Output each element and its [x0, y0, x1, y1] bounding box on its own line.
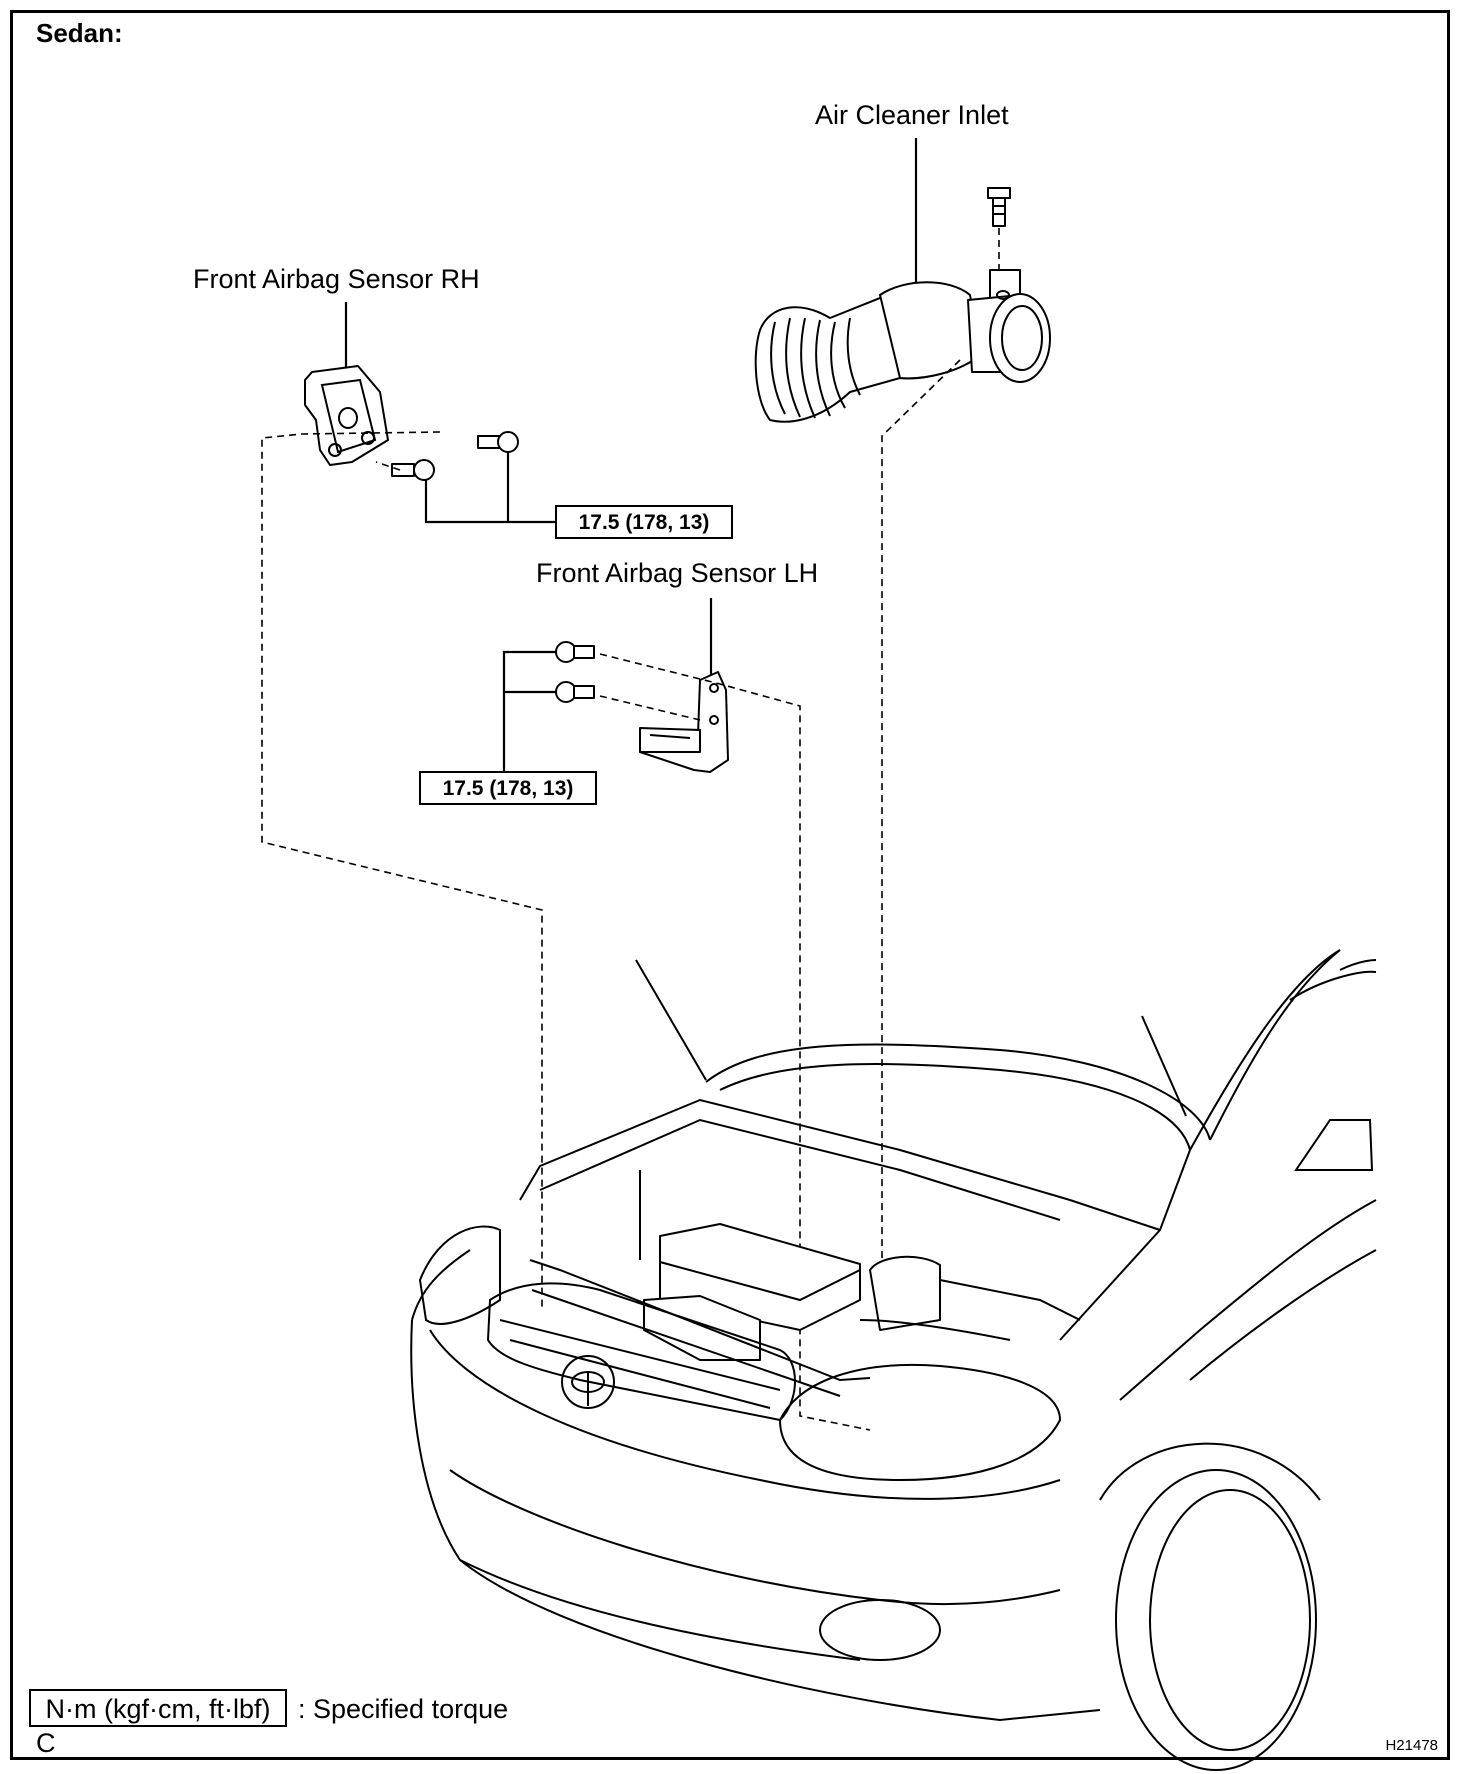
torque-value-lh: 17.5 (178, 13): [443, 777, 574, 800]
page-title: Sedan:: [36, 18, 123, 48]
vehicle-front-view: [410, 949, 1377, 1771]
leader-lh-torque: [502, 650, 556, 790]
locator-front-airbag-sensor-lh: [599, 653, 871, 1431]
legend-mark: C: [36, 1728, 56, 1758]
legend-unit-box: [29, 1689, 287, 1727]
locator-air-cleaner-inlet: [881, 359, 961, 1296]
torque-box-rh: [555, 505, 733, 539]
lh-bolt-upper-icon: [555, 641, 595, 663]
leader-rh-torque: [424, 452, 510, 524]
rh-bolt-lower-icon: [391, 459, 435, 481]
label-front-airbag-sensor-rh: Front Airbag Sensor RH: [193, 264, 480, 294]
rh-bolt-upper-icon: [477, 431, 519, 453]
air-cleaner-inlet-part: [754, 187, 1051, 423]
torque-value-rh: 17.5 (178, 13): [579, 511, 710, 534]
inlet-bolt-icon: [987, 187, 1011, 227]
diagram-frame: [10, 10, 1450, 1760]
legend-description: : Specified torque: [298, 1694, 508, 1724]
lh-bolt-lower-icon: [555, 681, 595, 703]
label-air-cleaner-inlet: Air Cleaner Inlet: [815, 100, 1009, 130]
label-front-airbag-sensor-lh: Front Airbag Sensor LH: [536, 558, 818, 588]
front-airbag-sensor-lh-part: [555, 641, 729, 773]
torque-box-lh: [419, 771, 597, 805]
legend-unit-text: N·m (kgf·cm, ft·lbf): [46, 1694, 271, 1724]
front-airbag-sensor-rh-part: [304, 365, 519, 481]
figure-code: H21478: [1385, 1737, 1438, 1754]
locator-front-airbag-sensor-rh: [261, 431, 543, 1310]
